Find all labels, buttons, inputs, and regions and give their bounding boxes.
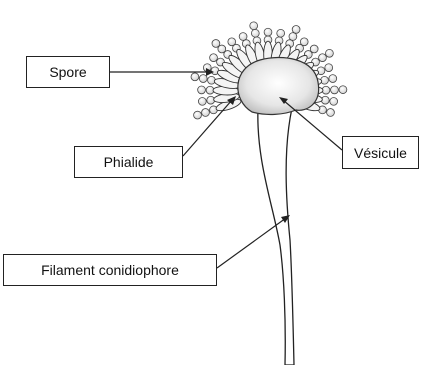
spore [300, 38, 308, 46]
spore [330, 97, 338, 105]
filament-leader-line [217, 218, 286, 268]
spore [329, 75, 337, 83]
phialide-leader-line [183, 100, 232, 156]
spore [212, 40, 220, 48]
spore-label: Spore [26, 56, 110, 88]
spore [202, 109, 210, 117]
filament-conidiophore-label: Filament conidiophore [3, 254, 217, 286]
spore [251, 29, 259, 37]
spore [264, 28, 272, 36]
spore [277, 29, 285, 37]
vesicle-head [238, 58, 319, 115]
spore [198, 97, 206, 105]
phialide-label: Phialide [74, 146, 183, 178]
spore [210, 54, 218, 62]
spore [326, 49, 334, 57]
vesicule-label: Vésicule [342, 136, 419, 169]
spore [198, 86, 206, 94]
spore [339, 86, 347, 94]
spore [250, 22, 258, 30]
spore [199, 75, 207, 83]
spore [310, 45, 318, 53]
spore [327, 109, 335, 117]
spore [239, 33, 247, 41]
spore [289, 33, 297, 41]
spore [191, 73, 199, 81]
spore [228, 38, 236, 46]
spore [194, 111, 202, 119]
spore [319, 54, 327, 62]
spore [325, 64, 333, 72]
spore [331, 86, 339, 94]
conidiophore-stalk [258, 108, 294, 365]
spore [292, 26, 300, 34]
